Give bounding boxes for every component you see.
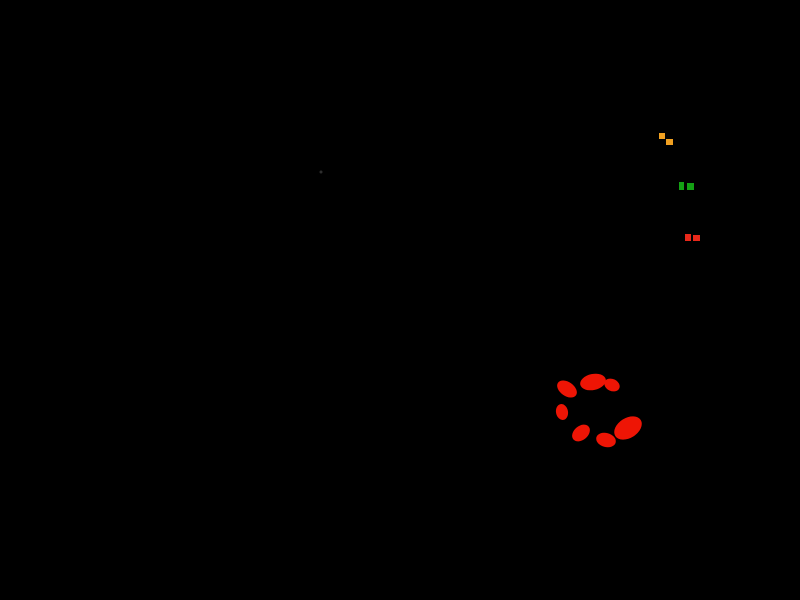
explosion-petal (604, 378, 620, 392)
explosion-petal (555, 404, 569, 420)
explosion-petal (557, 380, 577, 398)
orange-marker-part (666, 139, 673, 145)
red-marker[interactable] (685, 234, 700, 241)
explosion-petal (596, 432, 616, 448)
explosion-petal (572, 424, 590, 442)
green-marker[interactable] (679, 182, 694, 190)
orange-marker[interactable] (659, 133, 673, 145)
red-marker-part (685, 234, 691, 241)
orange-marker-part (659, 133, 665, 139)
faint-dot (319, 170, 323, 174)
green-marker-part (679, 182, 684, 190)
green-marker-part (687, 183, 694, 190)
explosion-sprite (555, 373, 642, 448)
red-marker-part (693, 235, 700, 241)
explosion-petal (580, 373, 606, 391)
explosion-petal (614, 416, 642, 440)
